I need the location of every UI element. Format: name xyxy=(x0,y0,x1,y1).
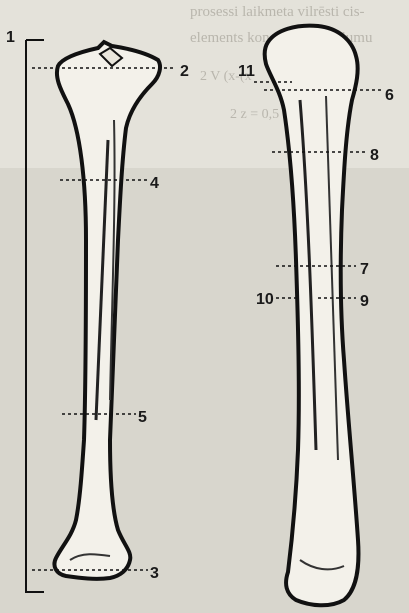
label-3: 3 xyxy=(150,565,159,582)
label-10: 10 xyxy=(256,291,274,308)
label-9: 9 xyxy=(360,293,369,310)
label-4: 4 xyxy=(150,175,159,192)
label-8: 8 xyxy=(370,147,379,164)
label-2: 2 xyxy=(180,63,189,80)
background-text-line-1: prosessi laikmeta vilrēsti cis- xyxy=(190,4,365,20)
label-6: 6 xyxy=(385,87,394,104)
label-1: 1 xyxy=(6,29,15,46)
label-7: 7 xyxy=(360,261,369,278)
label-11: 11 xyxy=(238,63,255,80)
label-5: 5 xyxy=(138,409,147,426)
